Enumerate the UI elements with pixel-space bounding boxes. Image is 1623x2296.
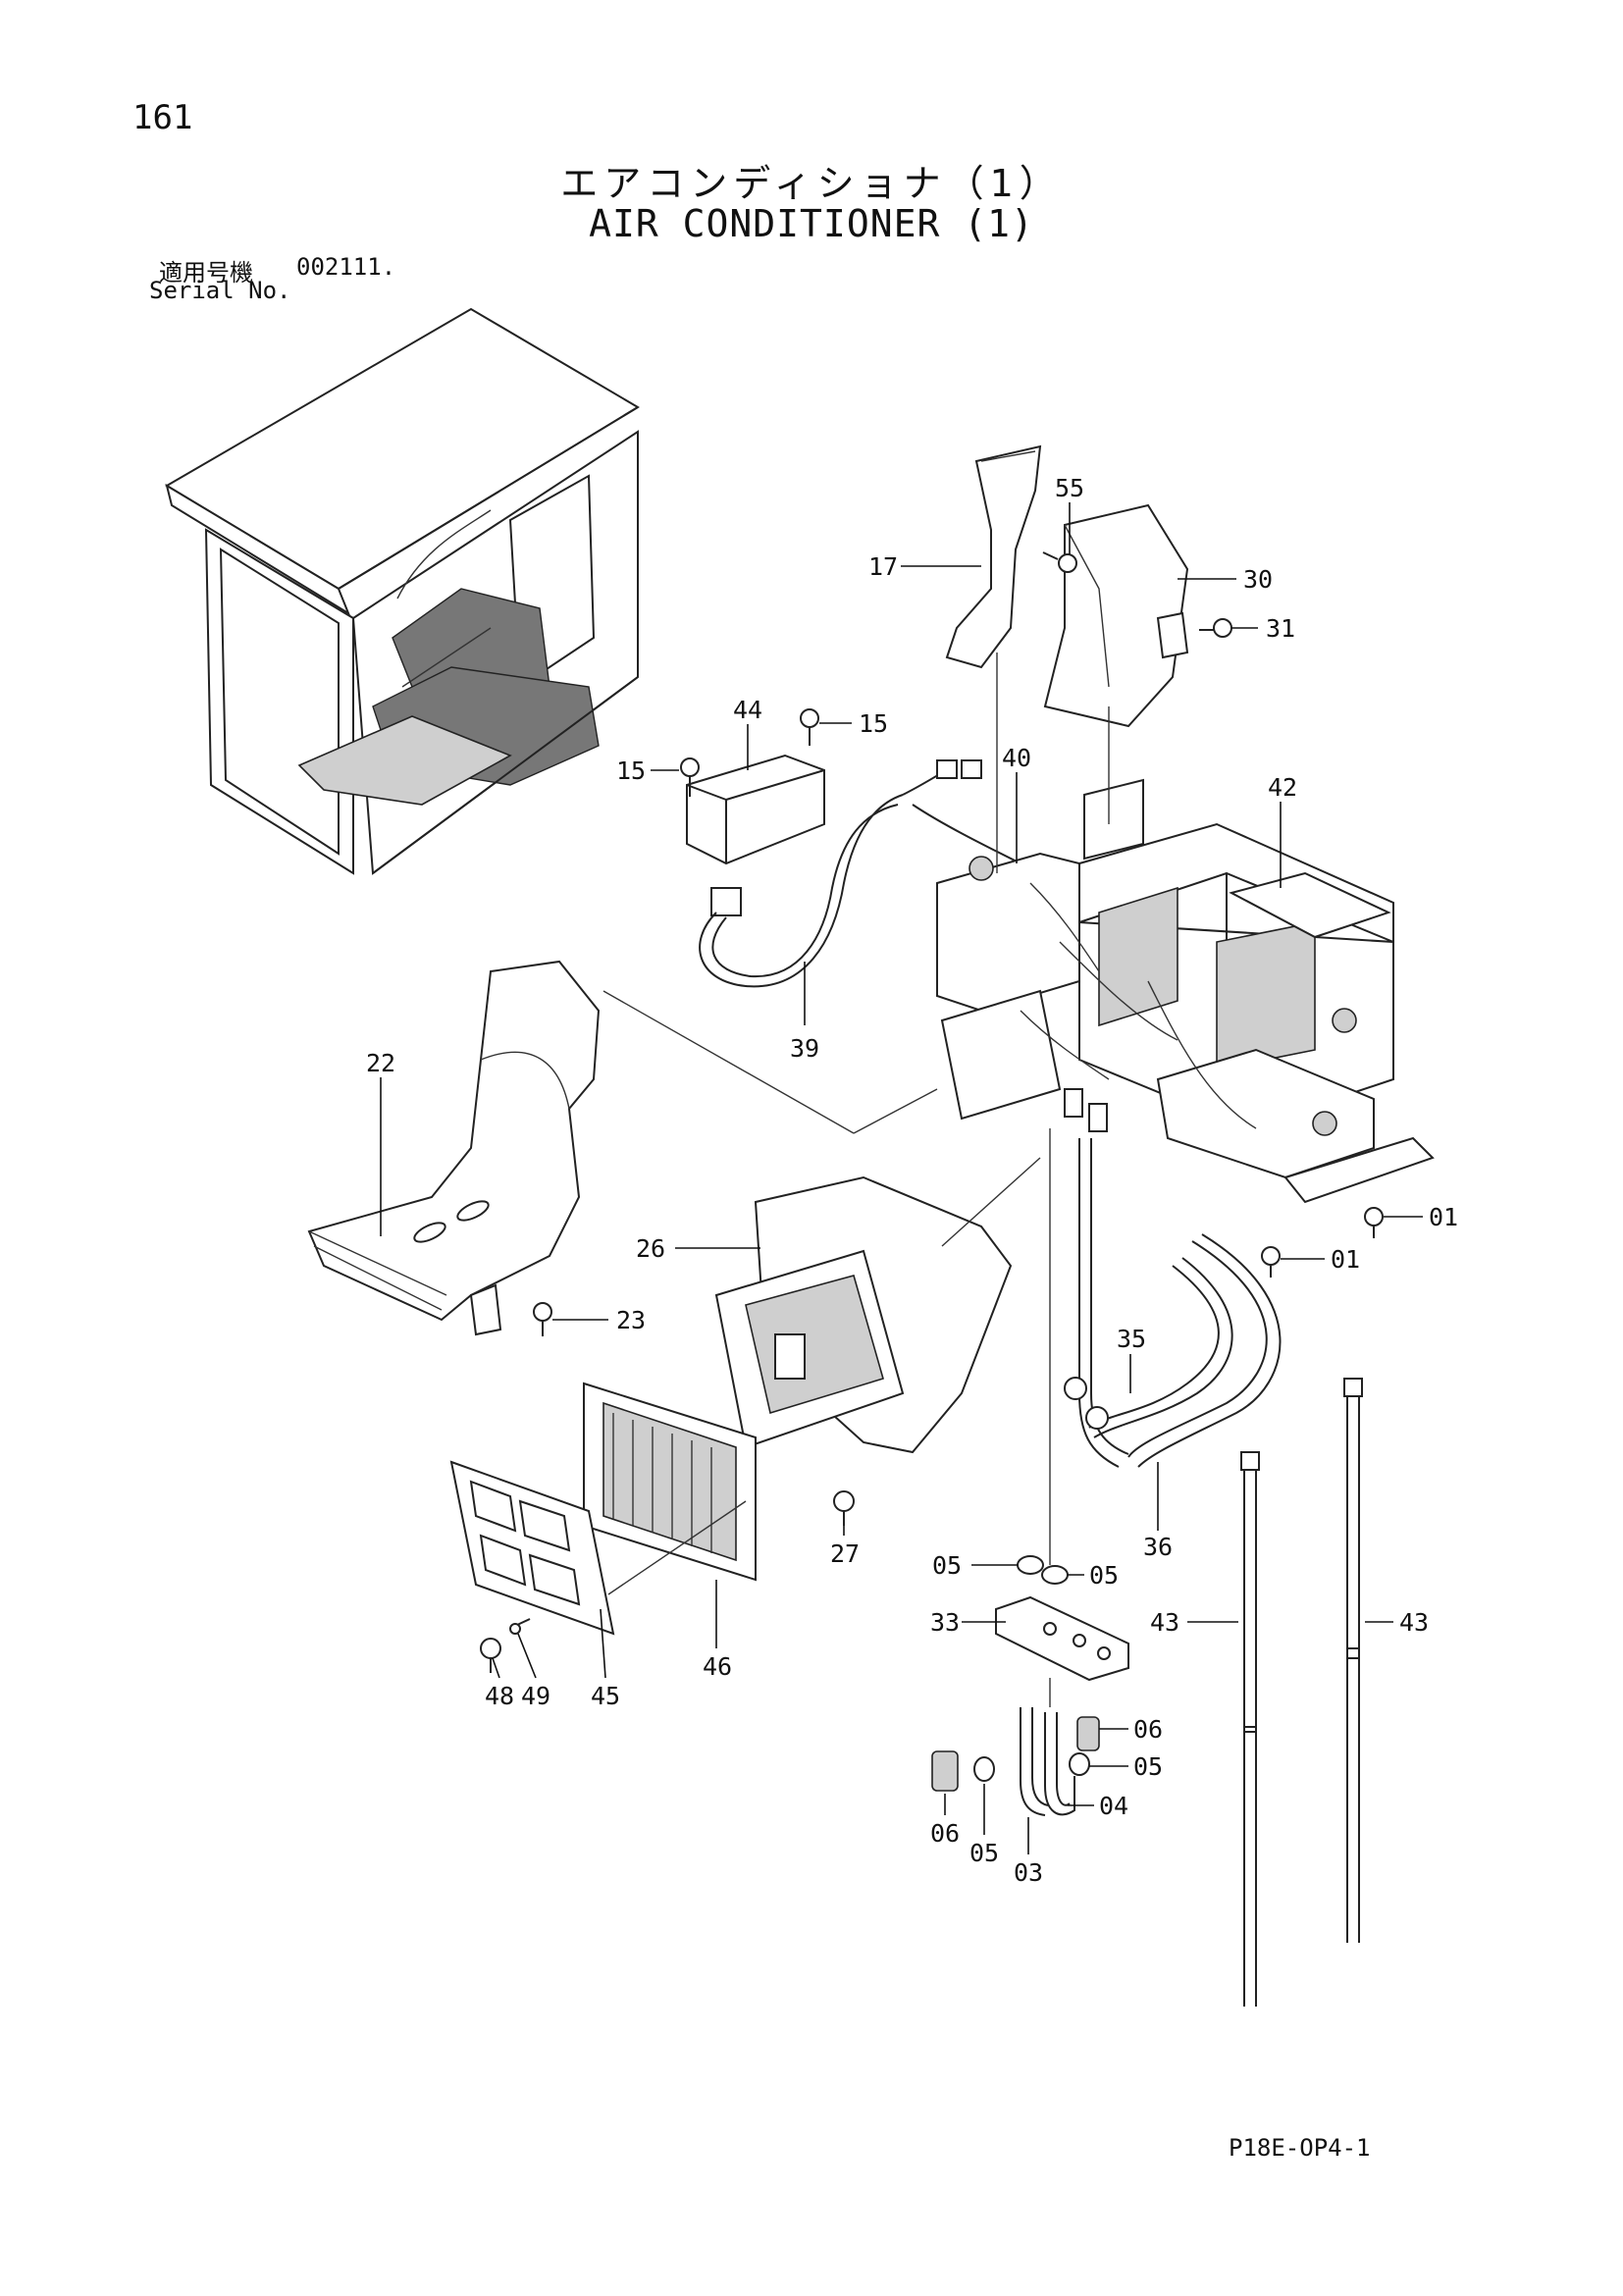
- title-english: AIR CONDITIONER (1): [589, 202, 1034, 245]
- ac-unit-42-illustration: [936, 778, 1435, 1204]
- plate-33-illustration: [995, 1595, 1129, 1682]
- pipe-43-left-illustration: [1240, 1451, 1260, 2007]
- callout-01-right: 01: [1429, 1203, 1458, 1231]
- filter-46-illustration: [583, 1382, 757, 1582]
- callout-05-top-left: 05: [932, 1551, 962, 1580]
- bolt-23-illustration: [533, 1302, 552, 1336]
- callout-05-right: 05: [1133, 1752, 1163, 1781]
- bolt-01-left-illustration: [1261, 1246, 1281, 1278]
- clamp-05-mid-illustration: [973, 1756, 995, 1782]
- callout-43-left: 43: [1150, 1608, 1179, 1637]
- callout-06-left: 06: [930, 1819, 960, 1848]
- callout-55: 55: [1055, 474, 1084, 502]
- drain-hose-04-illustration: [1044, 1712, 1075, 1816]
- bolt-15-left-illustration: [680, 757, 700, 797]
- callout-22: 22: [366, 1049, 395, 1077]
- drain-hose-03-illustration: [1020, 1707, 1049, 1816]
- clamp-05-top-illustration: [1017, 1555, 1069, 1585]
- callout-05-bottom: 05: [969, 1839, 999, 1867]
- cab-overview-illustration: [165, 307, 640, 875]
- knob-48-illustration: [480, 1638, 501, 1673]
- controller-44-illustration: [686, 754, 825, 916]
- callout-36: 36: [1143, 1533, 1173, 1561]
- callout-44: 44: [733, 696, 762, 724]
- filter-case-26-illustration: [714, 1175, 1013, 1454]
- callout-42: 42: [1268, 773, 1297, 802]
- callout-33: 33: [930, 1608, 960, 1637]
- callout-23: 23: [616, 1306, 646, 1334]
- callout-15-left: 15: [616, 757, 646, 785]
- callout-30: 30: [1243, 565, 1273, 594]
- callout-leaders: [380, 502, 1423, 1854]
- duct-22-illustration: [307, 960, 601, 1336]
- pipe-left-illustration: [1064, 1138, 1129, 1468]
- callout-01-left: 01: [1331, 1245, 1360, 1274]
- duct-17-illustration: [945, 444, 1042, 669]
- callout-04: 04: [1099, 1792, 1128, 1820]
- callout-49: 49: [521, 1682, 550, 1710]
- document-code: P18E-OP4-1: [1229, 2134, 1371, 2162]
- bolt-01-right-illustration: [1364, 1207, 1384, 1238]
- screw-49-illustration: [509, 1618, 531, 1635]
- callout-26: 26: [636, 1234, 665, 1263]
- callout-15-right: 15: [859, 709, 888, 738]
- callout-03: 03: [1014, 1858, 1043, 1887]
- callout-17: 17: [868, 552, 898, 581]
- callout-06-right: 06: [1133, 1715, 1163, 1744]
- callout-39: 39: [790, 1034, 819, 1063]
- bolt-55-illustration: [1042, 551, 1077, 573]
- title-japanese: エアコンディショナ（1）: [560, 162, 1063, 205]
- pipe-43-right-illustration: [1343, 1378, 1363, 1943]
- callout-labels: 55 17 30 31 44 15 15 40 42 22 39 01 01 2…: [366, 474, 1458, 1887]
- callout-45: 45: [591, 1682, 620, 1710]
- assembly-reference-lines: [602, 652, 1110, 1707]
- hose-35-illustration: [1088, 1257, 1233, 1438]
- clamp-05-right-illustration: [1069, 1752, 1090, 1776]
- callout-48: 48: [485, 1682, 514, 1710]
- serial-label-japanese: 適用号機: [159, 259, 253, 287]
- bolt-15-right-illustration: [800, 708, 819, 746]
- valve-06-right-illustration: [1076, 1716, 1100, 1751]
- callout-05-top-right: 05: [1089, 1561, 1119, 1590]
- hose-36-illustration: [1127, 1233, 1282, 1468]
- bolt-31-illustration: [1199, 618, 1232, 638]
- callout-31: 31: [1266, 614, 1295, 643]
- callout-27: 27: [830, 1539, 860, 1568]
- callout-40: 40: [1002, 744, 1031, 772]
- cover-45-illustration: [449, 1460, 615, 1636]
- callout-35: 35: [1117, 1325, 1146, 1353]
- callout-46: 46: [703, 1652, 732, 1681]
- callout-43-right: 43: [1399, 1608, 1429, 1637]
- harness-39-illustration: [699, 759, 1021, 988]
- duct-30-illustration: [1043, 503, 1189, 728]
- serial-label-english: Serial No.: [149, 277, 291, 304]
- serial-number-value: 002111.: [296, 253, 396, 281]
- bolt-27-illustration: [833, 1490, 855, 1526]
- page-number: 161: [132, 98, 193, 137]
- valve-06-left-illustration: [931, 1750, 959, 1792]
